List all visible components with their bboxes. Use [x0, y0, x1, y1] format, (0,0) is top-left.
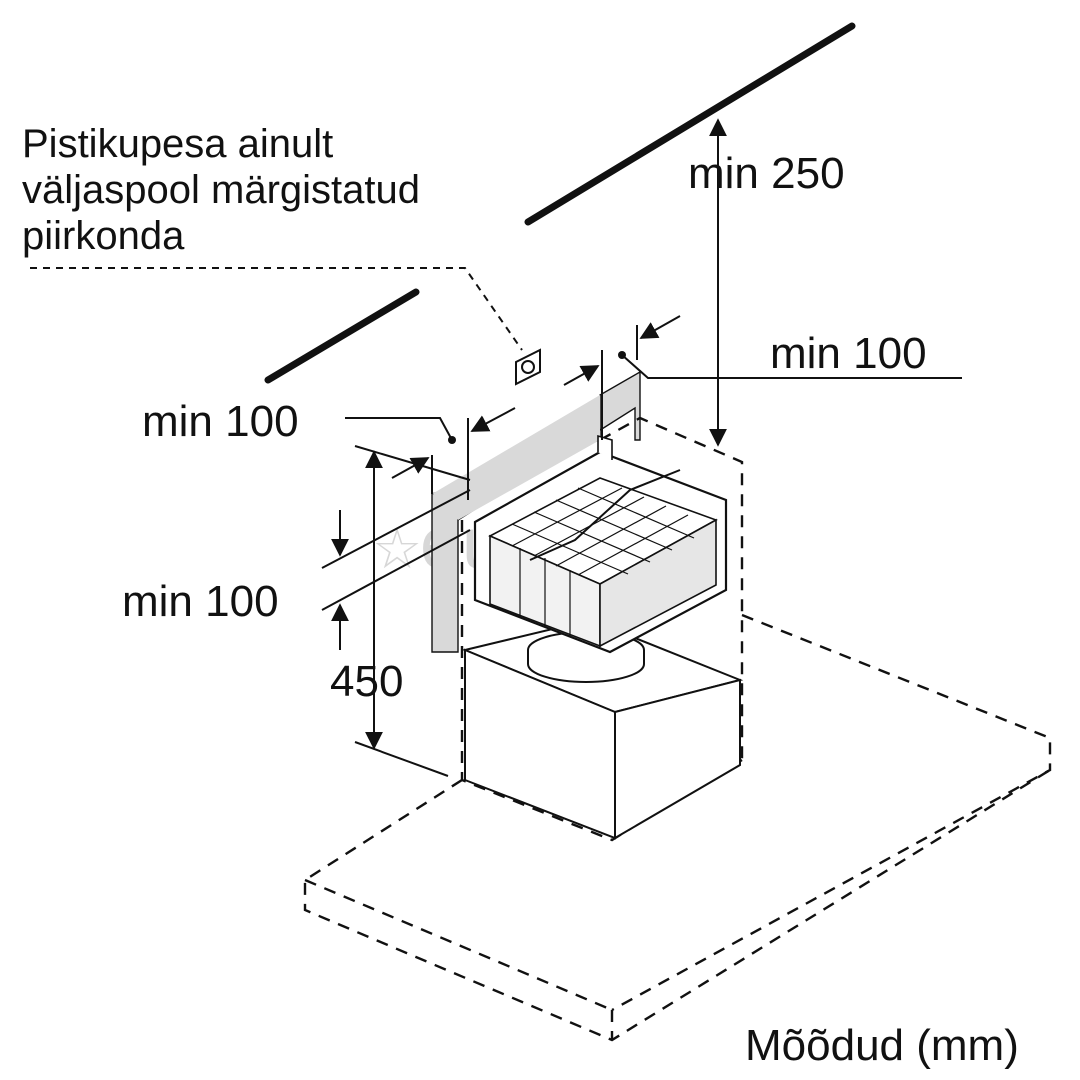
watermark-star-icon: ☆ [372, 517, 422, 580]
height-dimension [354, 445, 471, 777]
ceiling-clearance-label: min 250 [688, 149, 845, 198]
left-clearance-dimension [345, 407, 516, 500]
units-label: Mõõdud (mm) [745, 1021, 1019, 1070]
socket-note-line3: piirkonda [22, 214, 185, 258]
carbon-filter-module [473, 434, 728, 654]
top-clearance-dimension [321, 489, 471, 650]
height-label: 450 [330, 657, 403, 706]
hood-outline [303, 416, 1052, 1042]
right-clearance-label: min 100 [770, 329, 927, 378]
fan-collar [527, 631, 645, 683]
ceiling-line [524, 22, 856, 226]
left-clearance-label: min 100 [142, 397, 299, 446]
wall-edge-line [264, 288, 420, 384]
socket-leader-line [30, 267, 523, 351]
socket-note-line2: väljaspool märgistatud [22, 168, 420, 212]
top-clearance-label: min 100 [122, 577, 279, 626]
socket-note-line1: Pistikupesa ainult [22, 122, 333, 166]
right-clearance-dimension [563, 315, 962, 440]
socket-icon [515, 348, 541, 386]
restricted-wall-area-upper [432, 395, 600, 520]
